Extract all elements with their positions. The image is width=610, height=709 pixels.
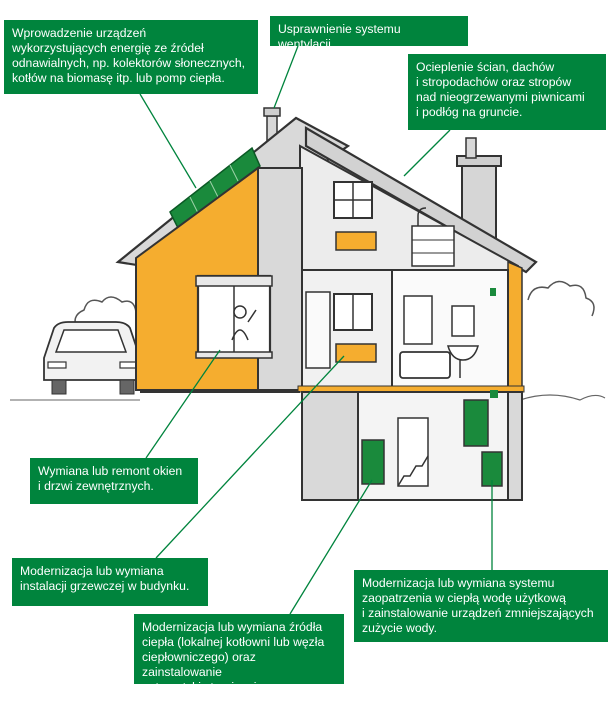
callout-line: nad nieogrzewanymi piwnicami (416, 90, 585, 104)
room-thermostat (490, 288, 496, 296)
stairs (397, 455, 429, 487)
ventilation-pipe-cap (263, 107, 281, 117)
car (43, 321, 141, 395)
water-heater (463, 399, 489, 447)
leader-ventilation (273, 45, 299, 109)
callout-line: zaopatrzenia w ciepłą wodę użytkową (362, 591, 566, 605)
chimney-cap (456, 155, 502, 167)
basement-right-wall (507, 391, 523, 501)
callout-line: Modernizacja lub wymiana systemu (362, 576, 555, 590)
left-door (305, 291, 331, 369)
callout-line: Ocieplenie ścian, dachów (416, 60, 555, 74)
leader-insulation (403, 129, 451, 177)
chimney-vent-pipe (465, 137, 477, 159)
callout-line: i podłóg na gruncie. (416, 105, 523, 119)
radiator-attic (335, 231, 377, 251)
boiler (361, 439, 385, 485)
solar-collector (169, 146, 261, 230)
callout-line: instalacji grzewczej w budynku. (20, 579, 190, 593)
person-at-window (233, 305, 247, 319)
callout-line: Modernizacja lub wymiana źródła (142, 620, 323, 634)
callout-line: kotłów na biomasę itp. lub pomp ciepła. (12, 71, 225, 85)
callout-line: odnawialnych, np. kolektorów słonecznych… (12, 56, 246, 70)
control-unit (490, 390, 498, 398)
ground-line-right (519, 394, 606, 401)
basement-door (397, 417, 429, 487)
attic-lamp (417, 207, 427, 226)
callout-line: i stropodachów oraz stropów (416, 75, 572, 89)
callout-heat-source: Modernizacja lub wymiana źródła ciepła (… (134, 614, 344, 694)
bathroom-cabinet (403, 295, 433, 345)
callout-line: ciepłowniczego) oraz zainstalowanie (142, 650, 256, 679)
mirror (451, 305, 475, 337)
callout-hot-water: Modernizacja lub wymiana systemu zaopatr… (354, 570, 608, 642)
attic-desk (411, 225, 455, 267)
bush-left (74, 296, 137, 332)
bathtub (399, 351, 451, 379)
leader-windows (145, 349, 221, 459)
callout-line: ciepła (lokalnej kotłowni lub węzła (142, 635, 325, 649)
callout-line: Usprawnienie systemu wentylacji. (278, 22, 401, 51)
callout-line: Wymiana lub remont okien (38, 464, 183, 478)
callout-line: i zainstalowanie urządzeń zmniejszającyc… (362, 606, 594, 620)
callout-line: i drzwi zewnętrznych. (38, 479, 154, 493)
callout-line: Wprowadzenie urządzeń (12, 26, 147, 40)
callout-ventilation: Usprawnienie systemu wentylacji. (270, 16, 468, 51)
callout-line: zużycie wody. (362, 621, 437, 635)
roof-right (304, 126, 538, 274)
leader-heating (155, 355, 345, 559)
leader-heat-source (289, 479, 373, 615)
callout-windows-doors: Wymiana lub remont okien i drzwi zewnętr… (30, 458, 198, 504)
basement-wall (301, 391, 359, 501)
wall-insulation-orange (507, 260, 523, 393)
callout-insulation: Ocieplenie ścian, dachów i stropodachów … (408, 54, 606, 130)
leader-renewable (139, 93, 197, 189)
callout-line: wykorzystujących energię ze źródeł (12, 41, 204, 55)
callout-line: automatyki sterującej. (142, 680, 260, 694)
callout-line: Modernizacja lub wymiana (20, 564, 164, 578)
washbasin (447, 345, 479, 378)
radiator-ground (335, 343, 377, 363)
window-lintel (195, 275, 273, 287)
callout-renewable-energy: Wprowadzenie urządzeń wykorzystujących e… (4, 20, 258, 94)
bush-right (527, 280, 595, 317)
window-sill (195, 351, 273, 359)
callout-heating-installation: Modernizacja lub wymiana instalacji grze… (12, 558, 208, 606)
